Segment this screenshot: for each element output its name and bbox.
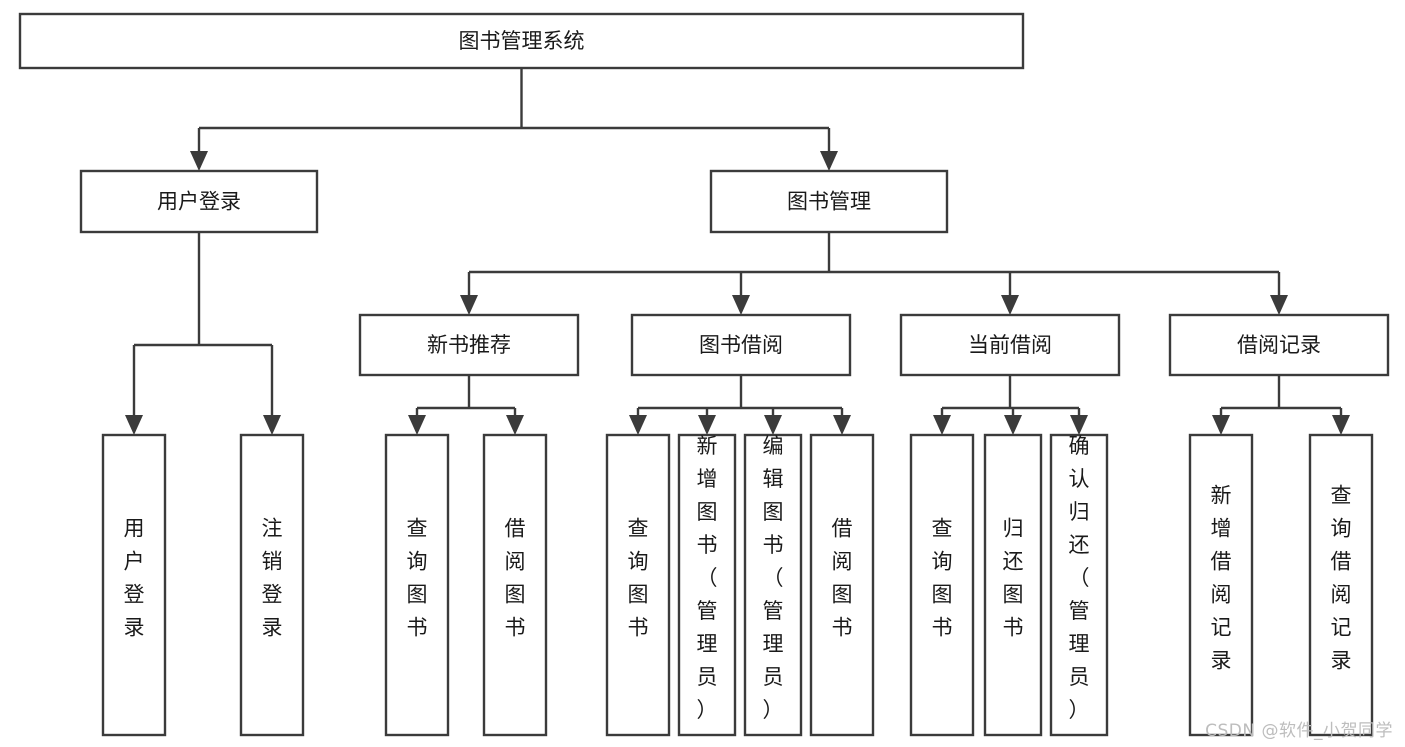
node-leaf-user-login-label: 用户登录 xyxy=(124,517,145,640)
node-leaf-add-record[interactable]: 新增借阅记录 xyxy=(1188,433,1254,737)
node-leaf-query-book-3[interactable]: 查询图书 xyxy=(909,433,975,737)
node-new-book-recommend[interactable]: 新书推荐 xyxy=(358,313,580,377)
node-leaf-query-book-2[interactable]: 查询图书 xyxy=(605,433,671,737)
node-user-login-box[interactable] xyxy=(79,169,319,234)
node-new-book-recommend-label: 新书推荐 xyxy=(427,333,511,357)
node-book-borrow[interactable]: 图书借阅 xyxy=(630,313,852,377)
node-leaf-confirm-return[interactable]: 确认归还（管理员） xyxy=(1049,433,1109,737)
node-leaf-return-book-label: 归还图书 xyxy=(1003,517,1024,640)
node-root[interactable]: 图书管理系统 xyxy=(18,12,1025,70)
node-leaf-query-book-1-label: 查询图书 xyxy=(407,517,428,640)
node-new-book-recommend-box[interactable] xyxy=(358,313,580,377)
node-book-manage-box[interactable] xyxy=(709,169,949,234)
node-leaf-query-record[interactable]: 查询借阅记录 xyxy=(1308,433,1374,737)
arrow-head-icon-leaf-return-book xyxy=(1004,415,1022,435)
arrow-head-icon-leaf-borrow-book-2 xyxy=(833,415,851,435)
node-book-manage-label: 图书管理 xyxy=(787,190,871,214)
arrow-head-icon-leaf-add-book xyxy=(698,415,716,435)
arrow-head-icon-leaf-query-book-3 xyxy=(933,415,951,435)
node-leaf-add-book-box[interactable] xyxy=(677,433,737,737)
node-current-borrow-box[interactable] xyxy=(899,313,1121,377)
arrow-head-icon-current-borrow xyxy=(1001,295,1019,315)
node-leaf-logout-box[interactable] xyxy=(239,433,305,737)
nodes-layer: 图书管理系统用户登录图书管理新书推荐图书借阅当前借阅借阅记录用户登录注销登录查询… xyxy=(18,12,1390,737)
node-leaf-logout-label: 注销登录 xyxy=(262,517,283,640)
node-leaf-edit-book[interactable]: 编辑图书（管理员） xyxy=(743,433,803,737)
node-leaf-query-book-1[interactable]: 查询图书 xyxy=(384,433,450,737)
node-borrow-record-label: 借阅记录 xyxy=(1237,333,1321,357)
node-leaf-add-book[interactable]: 新增图书（管理员） xyxy=(677,433,737,737)
arrow-head-icon-leaf-edit-book xyxy=(764,415,782,435)
node-leaf-user-login[interactable]: 用户登录 xyxy=(101,433,167,737)
node-current-borrow[interactable]: 当前借阅 xyxy=(899,313,1121,377)
node-leaf-return-book-box[interactable] xyxy=(983,433,1043,737)
arrow-head-icon-book-manage xyxy=(820,151,838,171)
node-leaf-edit-book-label: 编辑图书（管理员） xyxy=(763,434,784,722)
arrow-head-icon-user-login xyxy=(190,151,208,171)
node-leaf-query-record-box[interactable] xyxy=(1308,433,1374,737)
node-root-box[interactable] xyxy=(18,12,1025,70)
arrow-head-icon-leaf-query-record xyxy=(1332,415,1350,435)
node-book-borrow-box[interactable] xyxy=(630,313,852,377)
node-root-label: 图书管理系统 xyxy=(459,29,585,53)
arrow-head-icon-leaf-query-book-1 xyxy=(408,415,426,435)
node-leaf-query-book-2-box[interactable] xyxy=(605,433,671,737)
arrow-head-icon-leaf-borrow-book-1 xyxy=(506,415,524,435)
node-leaf-add-record-box[interactable] xyxy=(1188,433,1254,737)
node-book-borrow-label: 图书借阅 xyxy=(699,333,783,357)
node-leaf-borrow-book-1-label: 借阅图书 xyxy=(505,517,526,640)
node-leaf-query-book-1-box[interactable] xyxy=(384,433,450,737)
node-leaf-borrow-book-1-box[interactable] xyxy=(482,433,548,737)
node-leaf-query-book-3-box[interactable] xyxy=(909,433,975,737)
node-current-borrow-label: 当前借阅 xyxy=(968,333,1052,357)
node-user-login-label: 用户登录 xyxy=(157,190,241,214)
node-user-login[interactable]: 用户登录 xyxy=(79,169,319,234)
node-borrow-record[interactable]: 借阅记录 xyxy=(1168,313,1390,377)
node-leaf-add-book-label: 新增图书（管理员） xyxy=(697,434,718,722)
arrow-head-icon-leaf-query-book-2 xyxy=(629,415,647,435)
arrow-head-icon-leaf-user-login xyxy=(125,415,143,435)
node-leaf-query-book-3-label: 查询图书 xyxy=(932,517,953,640)
node-leaf-query-book-2-label: 查询图书 xyxy=(628,517,649,640)
arrow-head-icon-leaf-logout xyxy=(263,415,281,435)
arrow-head-icon-book-borrow xyxy=(732,295,750,315)
arrow-head-icon-leaf-confirm-return xyxy=(1070,415,1088,435)
arrow-head-icon-borrow-record xyxy=(1270,295,1288,315)
node-leaf-query-record-label: 查询借阅记录 xyxy=(1331,484,1352,673)
node-leaf-edit-book-box[interactable] xyxy=(743,433,803,737)
node-leaf-borrow-book-1[interactable]: 借阅图书 xyxy=(482,433,548,737)
connectors-layer xyxy=(125,68,1350,435)
arrow-head-icon-new-book-recommend xyxy=(460,295,478,315)
node-leaf-logout[interactable]: 注销登录 xyxy=(239,433,305,737)
node-leaf-borrow-book-2-label: 借阅图书 xyxy=(832,517,853,640)
node-leaf-borrow-book-2[interactable]: 借阅图书 xyxy=(809,433,875,737)
node-leaf-add-record-label: 新增借阅记录 xyxy=(1211,484,1232,673)
node-leaf-borrow-book-2-box[interactable] xyxy=(809,433,875,737)
node-leaf-confirm-return-box[interactable] xyxy=(1049,433,1109,737)
node-leaf-return-book[interactable]: 归还图书 xyxy=(983,433,1043,737)
node-leaf-user-login-box[interactable] xyxy=(101,433,167,737)
csdn-watermark: CSDN @软件_小贺同学 xyxy=(1205,721,1393,741)
node-borrow-record-box[interactable] xyxy=(1168,313,1390,377)
node-book-manage[interactable]: 图书管理 xyxy=(709,169,949,234)
arrow-head-icon-leaf-add-record xyxy=(1212,415,1230,435)
node-leaf-confirm-return-label: 确认归还（管理员） xyxy=(1069,434,1090,722)
